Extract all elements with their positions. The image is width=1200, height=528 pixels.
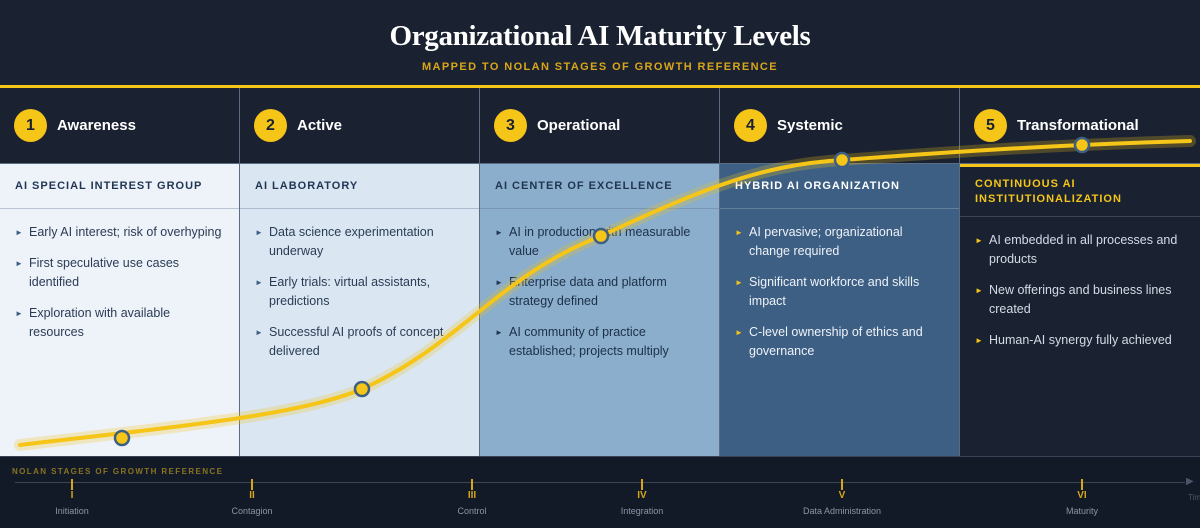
stage-name: Control <box>457 506 487 516</box>
level-column-systemic: 4 Systemic HYBRID AI ORGANIZATION ►AI pe… <box>720 88 960 456</box>
bullet-arrow-icon: ► <box>255 228 263 237</box>
header-divider <box>0 85 1200 88</box>
stage-name: Data Administration <box>802 506 882 516</box>
level-name: Systemic <box>777 117 843 134</box>
level-body: AI SPECIAL INTEREST GROUP ►Early AI inte… <box>0 164 239 456</box>
stage-roman: III <box>467 490 477 501</box>
list-item: ►Early trials: virtual assistants, predi… <box>255 275 431 308</box>
stage-title: CONTINUOUS AI INSTITUTIONALIZATION <box>960 167 1200 217</box>
bullet-arrow-icon: ► <box>15 309 23 318</box>
timeline-end-label: Time <box>1188 493 1200 502</box>
stage-roman: II <box>249 490 255 501</box>
bullet-list: ►Early AI interest; risk of overhyping ►… <box>0 209 239 342</box>
level-name: Operational <box>537 117 621 134</box>
header: Organizational AI Maturity Levels MAPPED… <box>0 0 1200 85</box>
stage-roman: I <box>70 490 74 501</box>
timeline-stage: III Control <box>422 479 522 516</box>
level-column-transformational: 5 Transformational CONTINUOUS AI INSTITU… <box>960 88 1200 456</box>
stage-name: Contagion <box>231 506 273 516</box>
bullet-arrow-icon: ► <box>735 328 743 337</box>
page-subtitle: MAPPED TO NOLAN STAGES OF GROWTH REFEREN… <box>421 61 778 73</box>
bullet-arrow-icon: ► <box>15 228 23 237</box>
level-header: 3 Operational <box>480 88 719 164</box>
timeline-stage: II Contagion <box>202 479 302 516</box>
bullet-list: ►Data science experimentation underway ►… <box>240 209 479 361</box>
level-header: 2 Active <box>240 88 479 164</box>
timeline-stage: IV Integration <box>592 479 692 516</box>
stage-tick <box>471 479 473 490</box>
list-item: ►C-level ownership of ethics and governa… <box>735 325 923 358</box>
list-item: ►Successful AI proofs of concept deliver… <box>255 325 444 358</box>
bullet-arrow-icon: ► <box>975 336 983 345</box>
level-body: CONTINUOUS AI INSTITUTIONALIZATION ►AI e… <box>960 164 1200 456</box>
timeline-stage: V Data Administration <box>792 479 892 516</box>
maturity-levels: 1 Awareness AI SPECIAL INTEREST GROUP ►E… <box>0 88 1200 456</box>
level-name: Active <box>297 117 343 134</box>
timeline-label: NOLAN STAGES OF GROWTH REFERENCE <box>12 467 224 476</box>
bullet-arrow-icon: ► <box>975 286 983 295</box>
stage-name: Integration <box>620 506 664 516</box>
stage-title: AI LABORATORY <box>240 164 479 209</box>
level-header: 5 Transformational <box>960 88 1200 164</box>
stage-roman: V <box>838 490 846 501</box>
stage-tick <box>641 479 643 490</box>
stage-tick <box>841 479 843 490</box>
level-number-badge: 3 <box>494 109 527 142</box>
level-name: Transformational <box>1017 117 1139 134</box>
list-item: ►AI in production with measurable value <box>495 225 691 258</box>
list-item: ►Early AI interest; risk of overhyping <box>15 223 225 242</box>
timeline-arrow-icon: ▶ <box>1186 476 1194 487</box>
bullet-list: ►AI in production with measurable value … <box>480 209 719 361</box>
level-header: 4 Systemic <box>720 88 959 164</box>
bullet-arrow-icon: ► <box>735 278 743 287</box>
stage-title: HYBRID AI ORGANIZATION <box>720 164 959 209</box>
stage-name: Initiation <box>55 506 89 516</box>
level-number-badge: 1 <box>14 109 47 142</box>
level-column-awareness: 1 Awareness AI SPECIAL INTEREST GROUP ►E… <box>0 88 240 456</box>
level-number-badge: 4 <box>734 109 767 142</box>
level-body: AI CENTER OF EXCELLENCE ►AI in productio… <box>480 164 719 456</box>
bullet-arrow-icon: ► <box>975 236 983 245</box>
list-item: ►First speculative use cases identified <box>15 256 180 289</box>
list-item: ►Enterprise data and platform strategy d… <box>495 275 667 308</box>
level-name: Awareness <box>57 117 136 134</box>
list-item: ►New offerings and business lines create… <box>975 283 1172 316</box>
bullet-arrow-icon: ► <box>495 228 503 237</box>
level-column-active: 2 Active AI LABORATORY ►Data science exp… <box>240 88 480 456</box>
level-number-badge: 5 <box>974 109 1007 142</box>
list-item: ►AI community of practice established; p… <box>495 325 669 358</box>
list-item: ►AI embedded in all processes and produc… <box>975 233 1178 266</box>
bullet-arrow-icon: ► <box>495 278 503 287</box>
bullet-list: ►AI pervasive; organizational change req… <box>720 209 959 361</box>
level-header: 1 Awareness <box>0 88 239 164</box>
stage-tick <box>1081 479 1083 490</box>
bullet-arrow-icon: ► <box>495 328 503 337</box>
list-item: ►Human-AI synergy fully achieved <box>975 331 1186 350</box>
timeline-stage: I Initiation <box>22 479 122 516</box>
stage-title: AI CENTER OF EXCELLENCE <box>480 164 719 209</box>
bullet-arrow-icon: ► <box>15 259 23 268</box>
level-column-operational: 3 Operational AI CENTER OF EXCELLENCE ►A… <box>480 88 720 456</box>
stage-roman: IV <box>637 490 647 501</box>
list-item: ►Significant workforce and skills impact <box>735 275 920 308</box>
bullet-arrow-icon: ► <box>255 328 263 337</box>
stage-tick <box>251 479 253 490</box>
stage-title: AI SPECIAL INTEREST GROUP <box>0 164 239 209</box>
timeline-axis <box>15 482 1185 483</box>
level-number-badge: 2 <box>254 109 287 142</box>
stage-tick <box>71 479 73 490</box>
page-title: Organizational AI Maturity Levels <box>389 20 811 52</box>
list-item: ►AI pervasive; organizational change req… <box>735 225 903 258</box>
stage-name: Maturity <box>1065 506 1098 516</box>
timeline-stage: VI Maturity <box>1032 479 1132 516</box>
bullet-arrow-icon: ► <box>735 228 743 237</box>
list-item: ►Data science experimentation underway <box>255 225 434 258</box>
bullet-list: ►AI embedded in all processes and produc… <box>960 217 1200 350</box>
stage-roman: VI <box>1077 490 1087 501</box>
list-item: ►Exploration with available resources <box>15 306 171 339</box>
bullet-arrow-icon: ► <box>255 278 263 287</box>
level-body: HYBRID AI ORGANIZATION ►AI pervasive; or… <box>720 164 959 456</box>
level-body: AI LABORATORY ►Data science experimentat… <box>240 164 479 456</box>
nolan-timeline: NOLAN STAGES OF GROWTH REFERENCE ▶ Time … <box>0 456 1200 528</box>
